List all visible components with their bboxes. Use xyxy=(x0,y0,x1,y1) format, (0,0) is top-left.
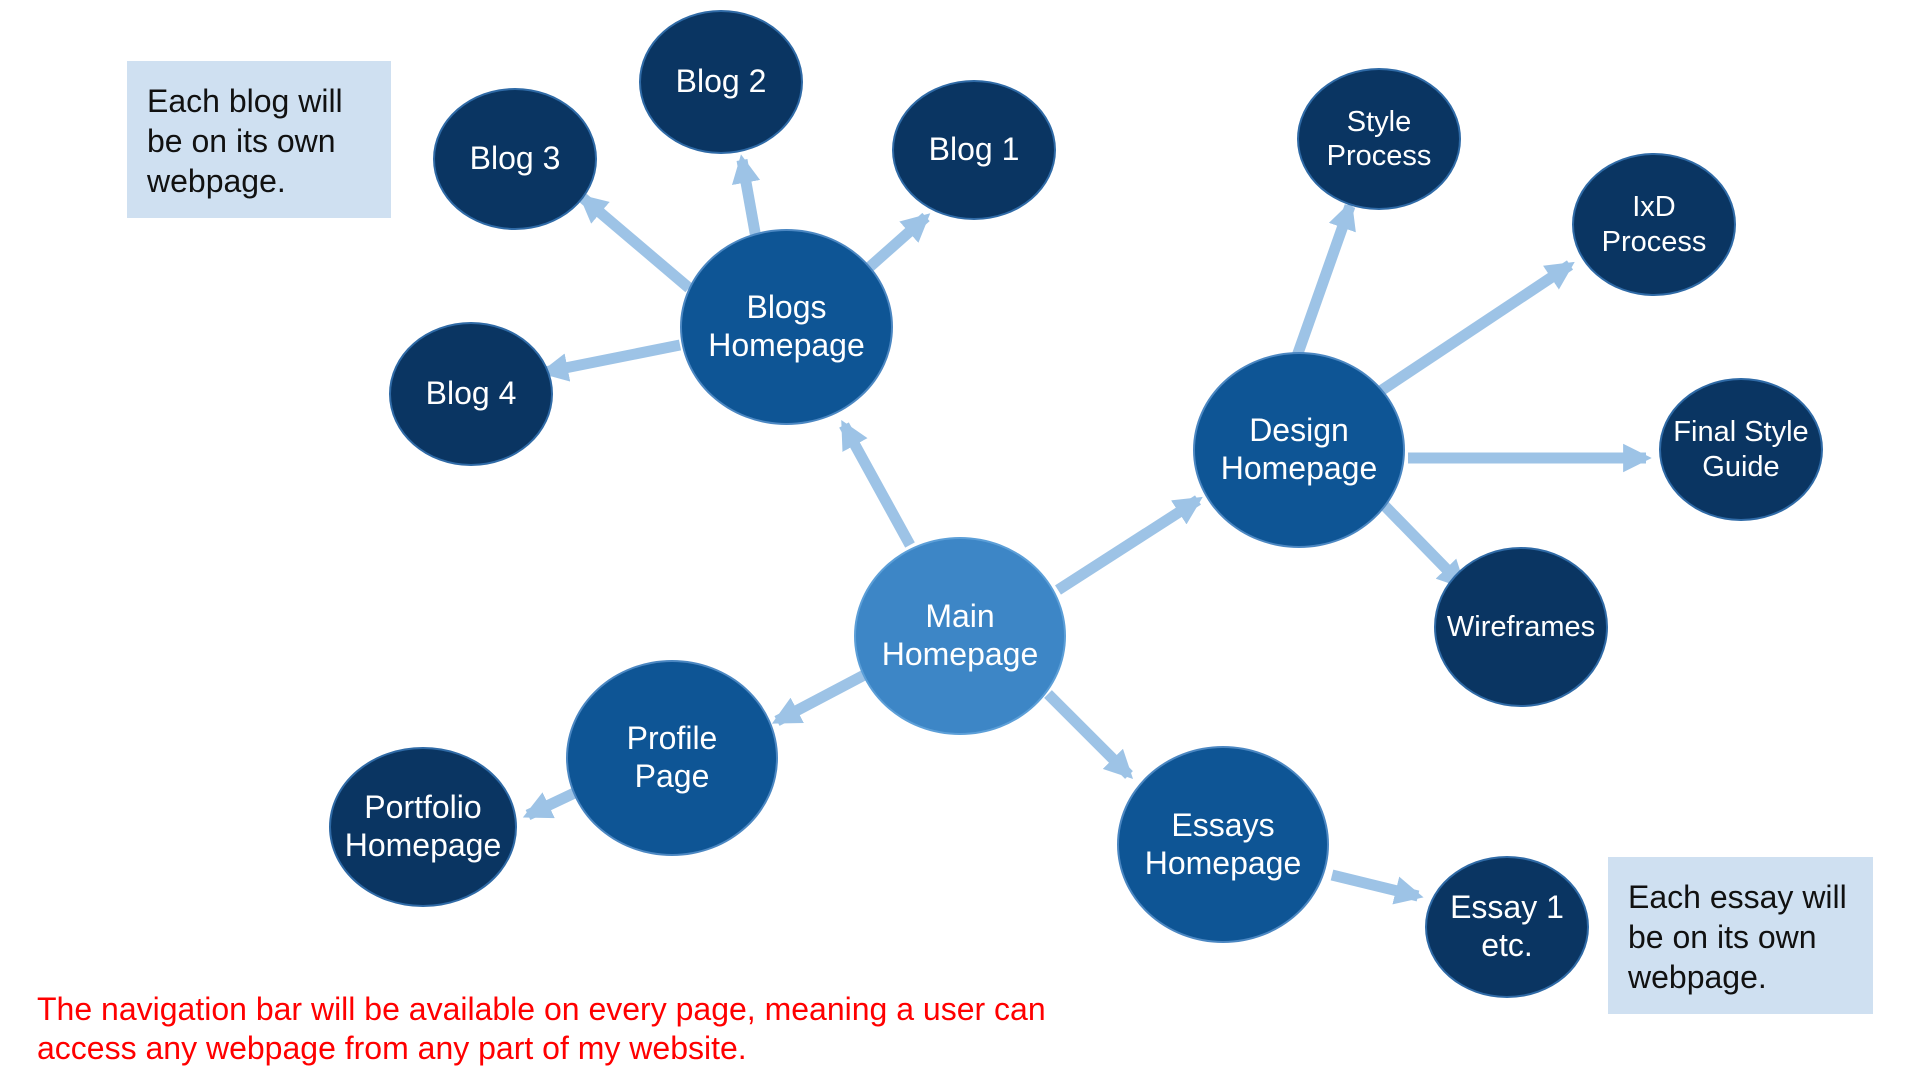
node-label: Profile xyxy=(626,720,718,757)
node-label: Essays xyxy=(1171,806,1275,843)
blog-note-line: Each blog will xyxy=(147,83,343,119)
navigation-note-line: access any webpage from any part of my w… xyxy=(37,1030,747,1067)
node-label: Wireframes xyxy=(1446,610,1596,643)
node-label: Homepage xyxy=(344,827,502,863)
node-label: Process xyxy=(1326,140,1432,172)
node-label: Essay 1 xyxy=(1450,889,1564,926)
node-label: Process xyxy=(1601,225,1707,258)
arrow-design-to-wireframes xyxy=(1376,497,1466,590)
node-label: Portfolio xyxy=(364,789,482,826)
blog-3-node: Blog 3 xyxy=(433,88,597,230)
node-label: Blog 2 xyxy=(675,63,767,100)
arrow-main-to-essays xyxy=(1044,690,1134,780)
essay-note-line: webpage. xyxy=(1628,959,1767,995)
node-label: Blog 1 xyxy=(928,131,1020,168)
arrow-blogs-to-blog1 xyxy=(860,212,931,277)
blog-note: Each blog will be on its own webpage. xyxy=(127,61,391,218)
arrow-blogs-to-blog4 xyxy=(539,339,682,382)
navigation-note: The navigation bar will be available on … xyxy=(37,990,1097,1069)
node-label: Homepage xyxy=(1220,450,1378,486)
blog-note-line: be on its own xyxy=(147,123,336,159)
node-label: Blog 3 xyxy=(469,140,561,177)
node-label: IxD xyxy=(1632,191,1676,224)
blog-note-line: webpage. xyxy=(147,163,286,199)
arrow-main-to-profile xyxy=(771,667,873,726)
node-label: Homepage xyxy=(1144,844,1302,881)
essay-note-line: Each essay will xyxy=(1628,879,1847,915)
arrow-main-to-blogs xyxy=(839,419,915,548)
node-label: etc. xyxy=(1481,927,1533,963)
node-label: Homepage xyxy=(881,636,1039,672)
wireframes-node: Wireframes xyxy=(1434,547,1608,707)
blog-4-node: Blog 4 xyxy=(389,322,553,466)
node-label: Main xyxy=(925,598,995,635)
node-label: Blogs xyxy=(746,289,827,326)
arrow-blogs-to-blog3 xyxy=(578,193,693,293)
arrow-main-to-design xyxy=(1055,495,1203,595)
blog-2-node: Blog 2 xyxy=(639,10,803,154)
node-label: Guide xyxy=(1702,450,1780,483)
navigation-note-line: The navigation bar will be available on … xyxy=(37,991,1046,1027)
arrow-design-to-style-process xyxy=(1291,200,1356,358)
node-label: Page xyxy=(634,758,710,794)
essay-note-line: be on its own xyxy=(1628,919,1817,955)
essay-note: Each essay will be on its own webpage. xyxy=(1608,857,1873,1014)
arrow-blogs-to-blog2 xyxy=(731,154,762,239)
node-label: Blog 4 xyxy=(425,375,517,412)
node-label: Homepage xyxy=(708,327,865,363)
arrow-design-to-ixd-process xyxy=(1372,260,1575,399)
blog-1-node: Blog 1 xyxy=(892,80,1056,220)
arrow-essays-to-essay1 xyxy=(1330,869,1424,905)
node-label: Style xyxy=(1346,105,1412,138)
node-label: Design xyxy=(1249,412,1349,449)
node-label: Final Style xyxy=(1673,416,1809,449)
